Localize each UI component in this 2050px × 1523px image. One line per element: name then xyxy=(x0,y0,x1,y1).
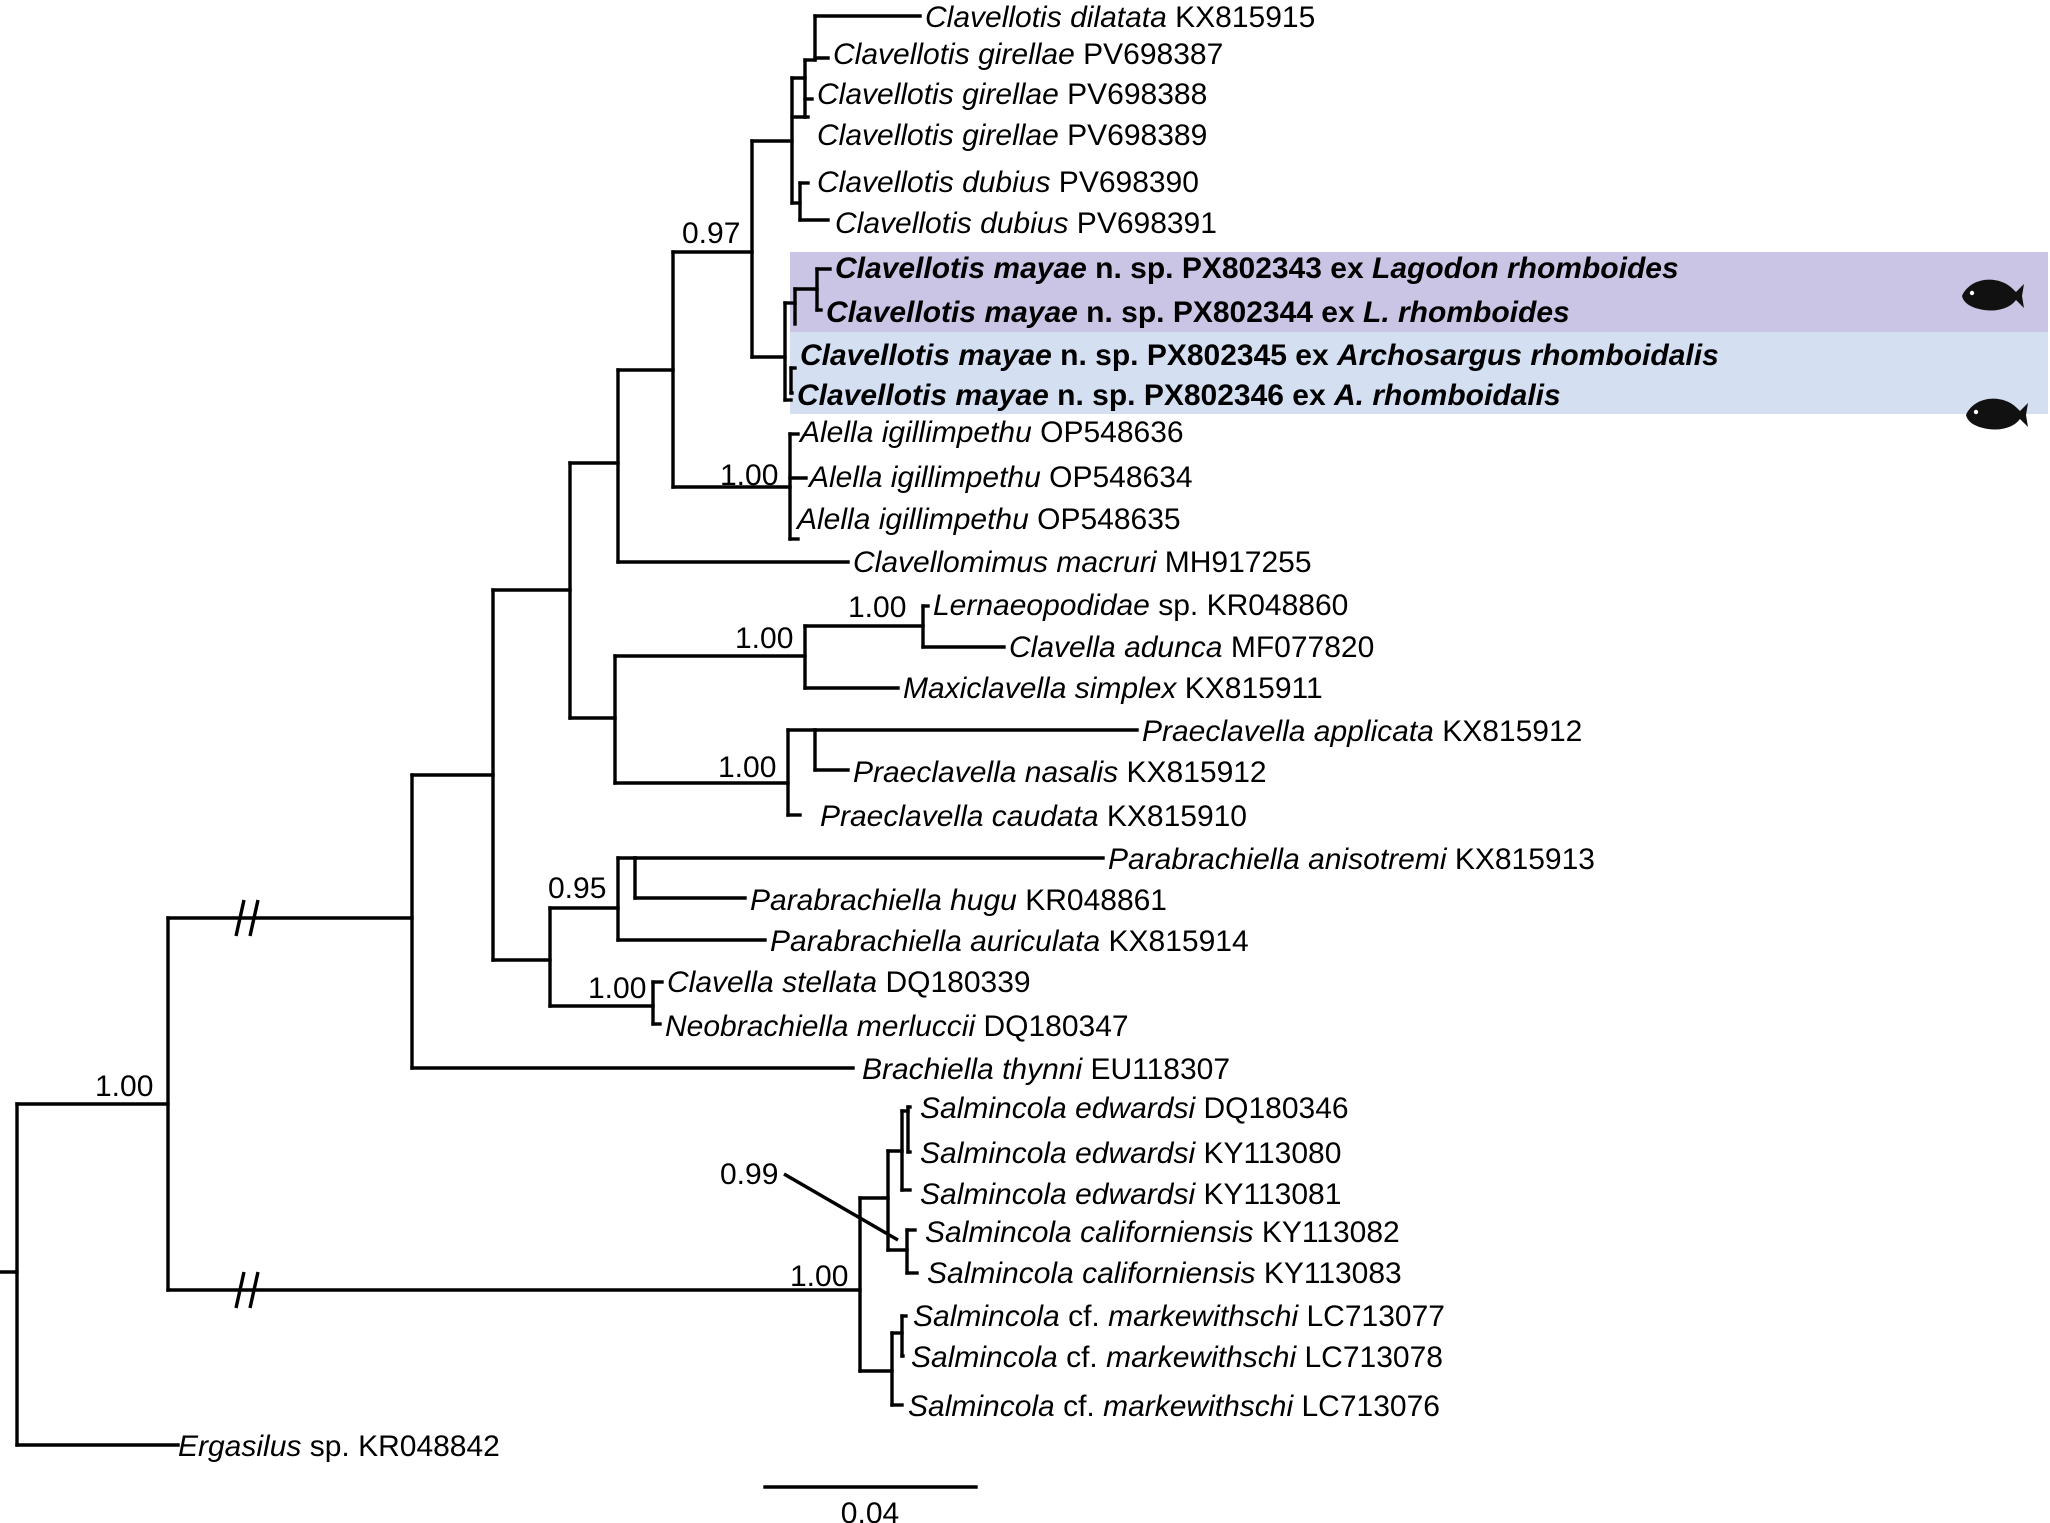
support-value: 1.00 xyxy=(848,591,906,624)
highlight-box-archosargus xyxy=(790,332,2048,414)
tip-label: Praeclavella applicata KX815912 xyxy=(1142,715,1582,748)
highlight-box-lagodon xyxy=(790,252,2048,332)
support-value: 0.97 xyxy=(682,217,740,250)
tip-label: Parabrachiella hugu KR048861 xyxy=(750,884,1167,917)
tip-label: Salmincola cf. markewithschi LC713076 xyxy=(908,1390,1440,1423)
support-value: 1.00 xyxy=(720,459,778,492)
tip-label: Clavellotis girellae PV698387 xyxy=(833,38,1223,71)
tip-label: Salmincola californiensis KY113083 xyxy=(927,1257,1402,1290)
tip-label: Alella igillimpethu OP548634 xyxy=(807,461,1193,494)
tip-label: Alella igillimpethu OP548636 xyxy=(798,416,1184,449)
tip-label: Parabrachiella anisotremi KX815913 xyxy=(1108,843,1595,876)
tip-label: Salmincola cf. markewithschi LC713077 xyxy=(913,1300,1445,1333)
tree-branches xyxy=(0,14,1139,1447)
tip-label: Praeclavella nasalis KX815912 xyxy=(853,756,1267,789)
tip-label: Salmincola californiensis KY113082 xyxy=(925,1216,1400,1249)
tip-label: Parabrachiella auriculata KX815914 xyxy=(770,925,1249,958)
tip-label: Salmincola edwardsi KY113080 xyxy=(920,1137,1341,1170)
tip-label: Ergasilus sp. KR048842 xyxy=(178,1430,500,1463)
support-value: 1.00 xyxy=(718,751,776,784)
tip-labels: Clavellotis dilatata KX815915Clavellotis… xyxy=(178,1,1719,1463)
support-value: 1.00 xyxy=(588,972,646,1005)
tip-label: Clavellotis dubius PV698391 xyxy=(835,207,1217,240)
fish-icon xyxy=(1962,279,2024,311)
tip-label: Clavellotis dubius PV698390 xyxy=(817,166,1199,199)
tip-label: Clavellotis girellae PV698388 xyxy=(817,78,1207,111)
support-value: 0.95 xyxy=(548,872,606,905)
tip-label: Clavellotis mayae n. sp. PX802344 ex L. … xyxy=(826,296,1570,329)
tip-label: Salmincola cf. markewithschi LC713078 xyxy=(911,1341,1443,1374)
tip-label: Clavellomimus macruri MH917255 xyxy=(853,546,1312,579)
tip-label: Salmincola edwardsi DQ180346 xyxy=(920,1092,1349,1125)
tip-label: Clavella stellata DQ180339 xyxy=(667,966,1031,999)
tip-label: Clavellotis mayae n. sp. PX802345 ex Arc… xyxy=(800,339,1719,372)
support-values: 0.97 1.00 1.00 1.00 1.00 0.95 1.00 1.00 … xyxy=(95,217,906,1293)
fish-icon xyxy=(1966,398,2028,430)
tip-label: Neobrachiella merluccii DQ180347 xyxy=(665,1010,1129,1043)
tip-label: Clavellotis mayae n. sp. PX802346 ex A. … xyxy=(797,379,1561,412)
tip-label: Lernaeopodidae sp. KR048860 xyxy=(933,589,1348,622)
support-value: 1.00 xyxy=(790,1260,848,1293)
tip-label: Maxiclavella simplex KX815911 xyxy=(903,672,1323,705)
tip-label: Alella igillimpethu OP548635 xyxy=(795,503,1181,536)
tip-label: Clavella adunca MF077820 xyxy=(1009,631,1374,664)
branch-break-marks xyxy=(234,899,260,1309)
support-value: 0.99 xyxy=(720,1158,778,1191)
support-value: 1.00 xyxy=(735,622,793,655)
scale-bar-label: 0.04 xyxy=(841,1497,899,1523)
tip-label: Clavellotis girellae PV698389 xyxy=(817,119,1207,152)
tip-label: Clavellotis mayae n. sp. PX802343 ex Lag… xyxy=(835,252,1679,285)
tip-label: Brachiella thynni EU118307 xyxy=(862,1053,1230,1086)
tip-label: Praeclavella caudata KX815910 xyxy=(820,800,1247,833)
tip-label: Salmincola edwardsi KY113081 xyxy=(920,1178,1341,1211)
tip-label: Clavellotis dilatata KX815915 xyxy=(925,1,1315,34)
support-value: 1.00 xyxy=(95,1070,153,1103)
